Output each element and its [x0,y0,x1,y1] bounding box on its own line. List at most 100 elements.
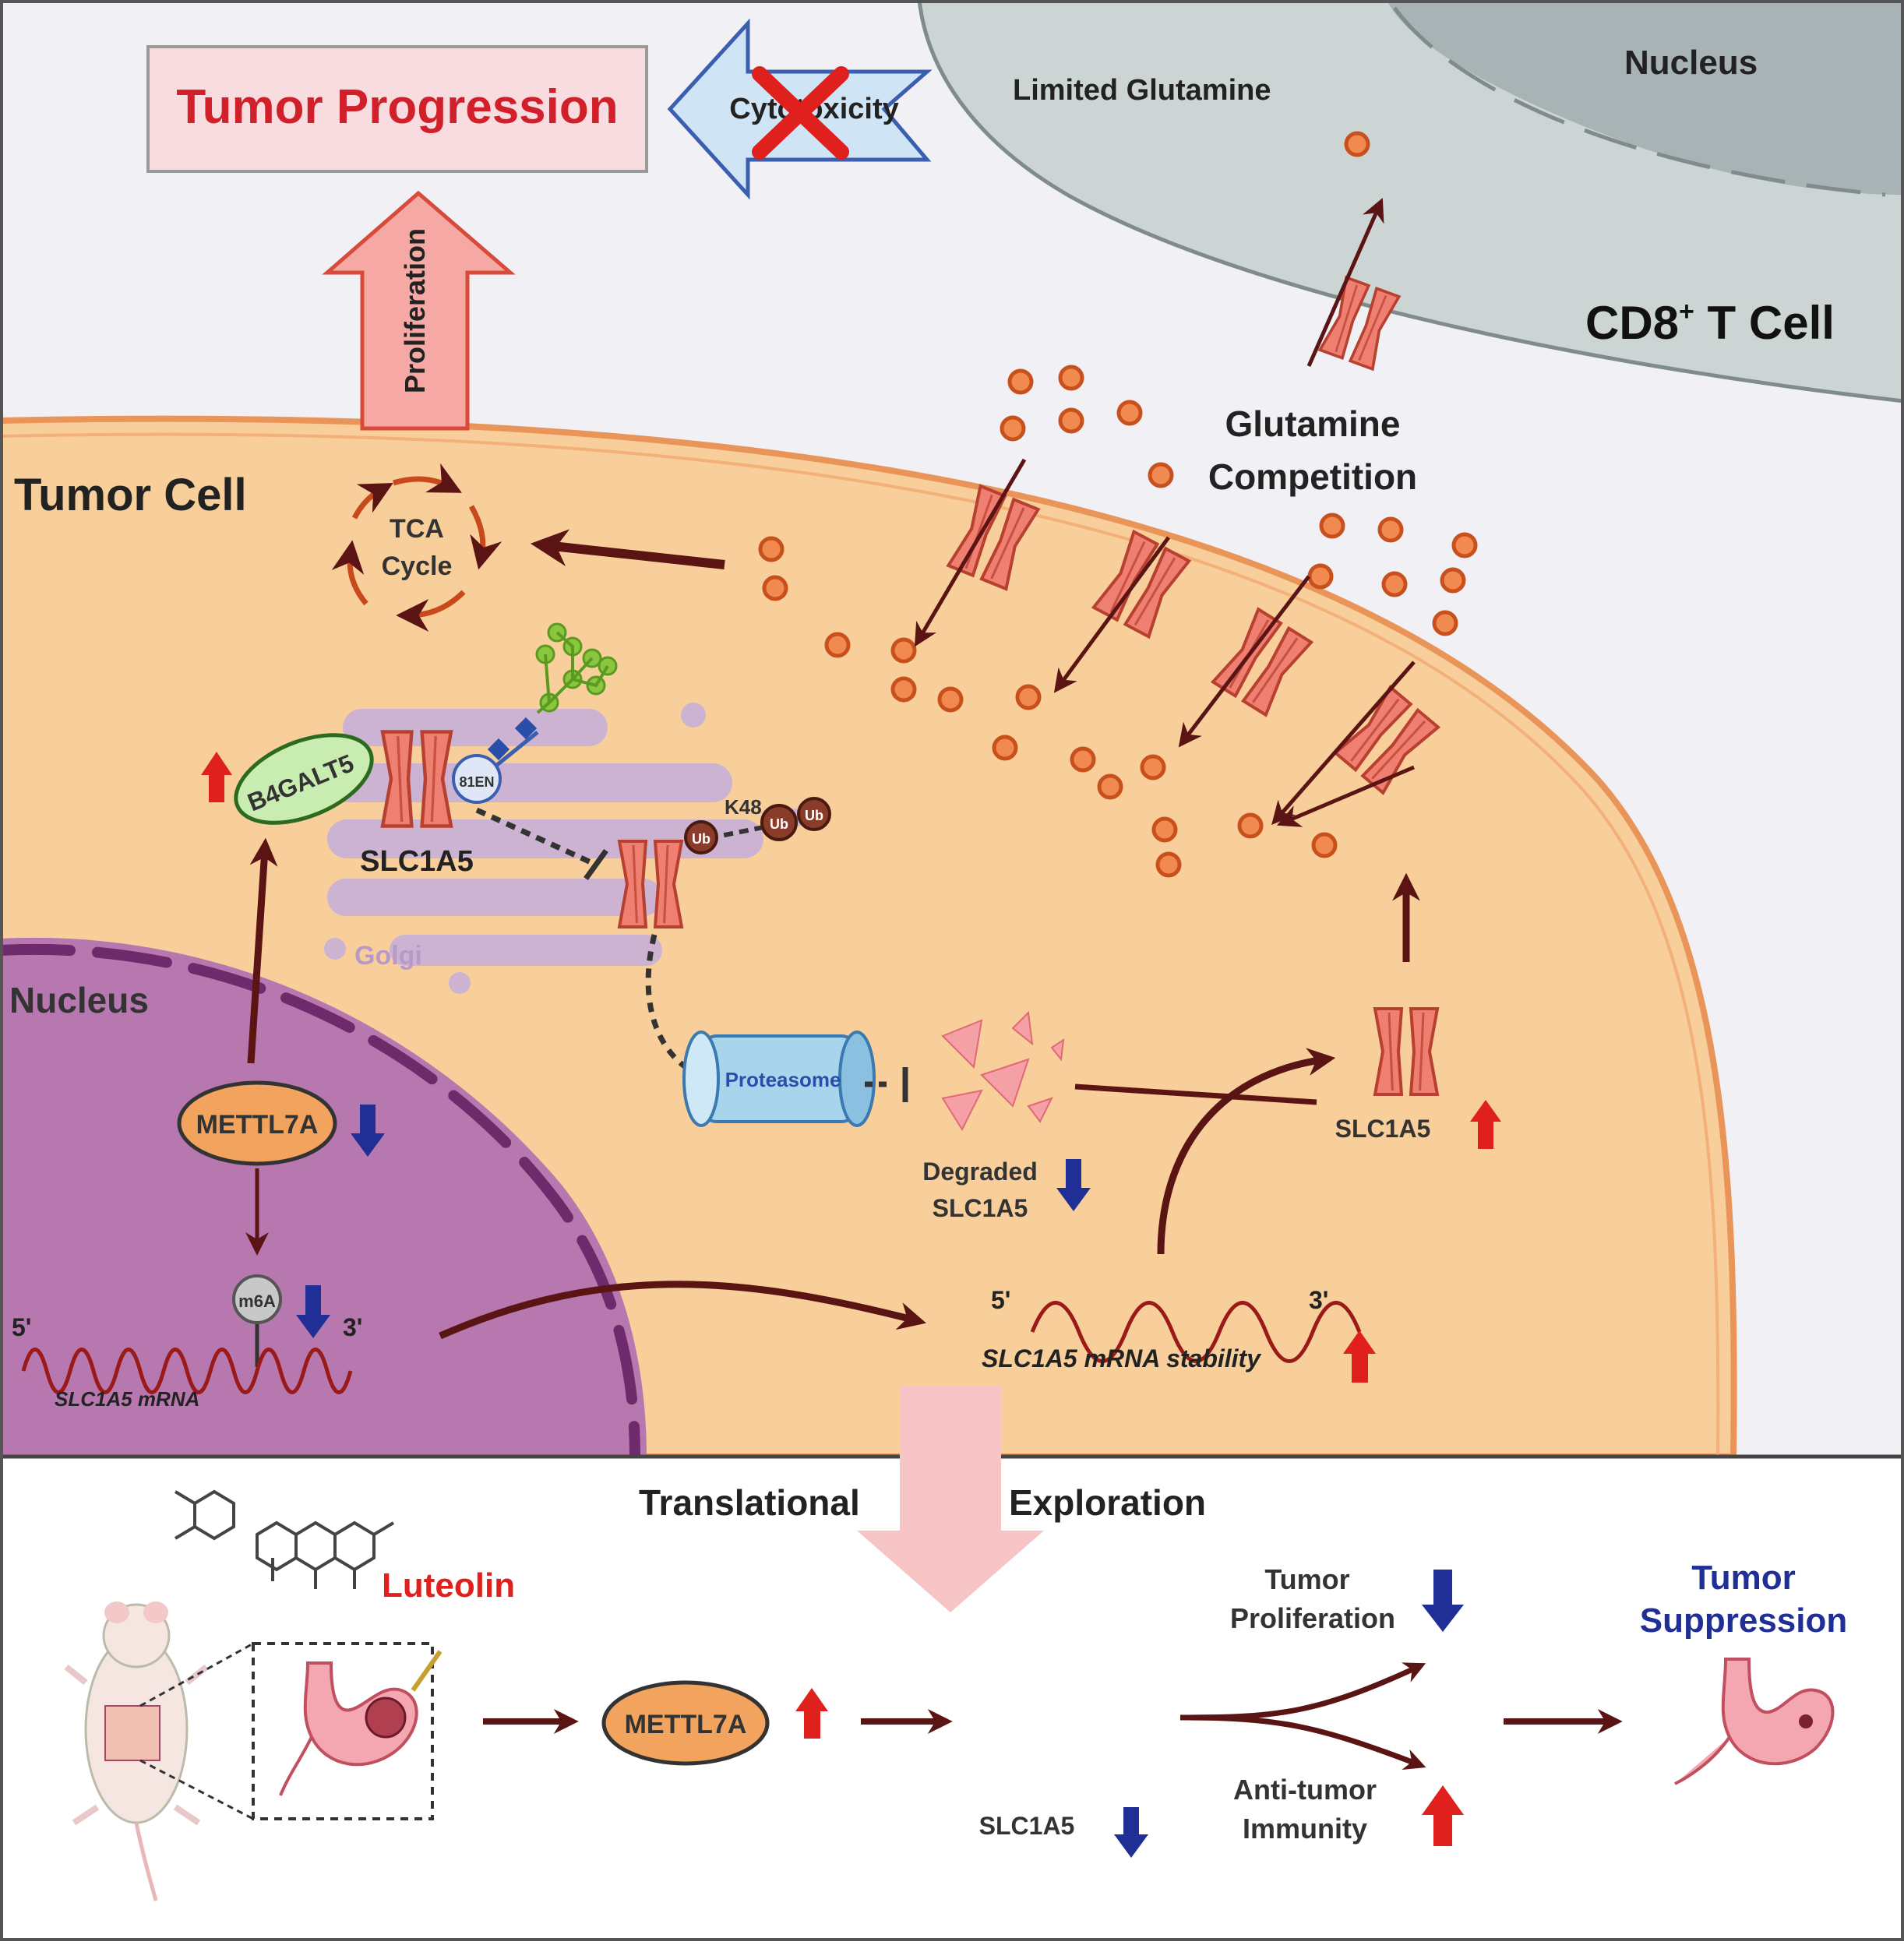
glutamine-dot [762,575,788,601]
proliferation-label: Proliferation [399,228,431,393]
luteolin-structure-icon [174,1489,395,1589]
mettl7a-bottom-enzyme [601,1680,770,1766]
glutamine-dot [1148,462,1174,488]
glutamine-dot [1000,415,1026,442]
down-arrow-icon [296,1285,330,1338]
degraded-label-2: SLC1A5 [933,1194,1028,1222]
glutamine-dot [1440,567,1466,594]
glutamine-dot [1344,131,1370,157]
tca-label-2: Cycle [382,551,453,581]
luteolin-label: Luteolin [382,1566,515,1605]
glutamine-competition-label-1: Glutamine [1225,403,1401,444]
golgi-label: Golgi [354,941,422,971]
limited-glutamine-label: Limited Glutamine [1013,74,1271,107]
glutamine-competition-label-2: Competition [1208,456,1417,497]
slc1a5-membrane-label: SLC1A5 [1335,1115,1431,1143]
tca-cycle-icon [331,463,502,632]
ubiquitin-chain [684,797,831,854]
mrna-label: SLC1A5 mRNA [55,1387,199,1411]
anti-tumor-label-2: Immunity [1243,1813,1367,1845]
tcell-nuclear-envelope [1392,6,1886,197]
slc1a5-bottom-label: SLC1A5 [979,1812,1075,1840]
degraded-fragments-icon [941,1010,1065,1132]
transporters [380,275,1441,1768]
stomach-tumor-icon [279,1650,443,1796]
proteasome-label: Proteasome [725,1068,841,1091]
anti-tumor-label-1: Anti-tumor [1233,1774,1377,1806]
glycan-tag: 81EN [459,774,494,790]
glutamine-dot [1155,851,1182,878]
fragments-line [1074,1083,1317,1105]
glutamine-dot [1307,563,1334,590]
down-arrow-icon [1114,1807,1148,1858]
mouse-model-icon [64,1601,209,1901]
inhibition-line [475,807,598,868]
translational-label: Translational [639,1482,860,1523]
ub-label-3: Ub [805,808,823,823]
inhibition-bar [584,848,608,881]
glutamine-dot [890,676,917,703]
degraded-label-1: Degraded [922,1157,1038,1186]
glutamine-dot [890,637,917,664]
glutamine-uptake-arrows [914,198,1416,827]
tumor-prolif-label-2: Proliferation [1230,1602,1395,1634]
ub-label-1: Ub [692,831,710,847]
five-prime-label-a: 5' [12,1313,31,1341]
glutamine-dot [1432,610,1458,636]
down-arrow-icon [351,1105,385,1157]
glutamine-dot [1058,365,1084,391]
glutamine-dot [1319,513,1345,539]
glutamine-molecules [758,131,1478,878]
nucleus-label: Nucleus [9,980,149,1020]
glycan-chain-icon [487,622,618,766]
mrna-export-arrow [439,1281,926,1340]
ub-label-2: Ub [770,816,788,832]
five-prime-label-b: 5' [991,1286,1010,1314]
tumor-progression-box [146,45,648,173]
down-arrow-icon [1056,1159,1091,1211]
glutamine-dot [1151,816,1178,843]
mettl7a-enzyme [177,1080,337,1166]
up-arrow-icon [1422,1785,1464,1846]
tumor-nucleus [0,937,647,1457]
glutamine-dot [1058,407,1084,434]
glutamine-to-tca-arrow [530,529,725,569]
glutamine-dot [1015,684,1042,710]
blocked-x-icon [752,66,849,160]
up-arrow-icon [795,1688,828,1739]
glutamine-dot [1237,812,1264,839]
glutamine-dot [824,632,851,658]
glycan-node [452,754,502,804]
tumor-progression-label: Tumor Progression [176,80,618,134]
three-prime-label-b: 3' [1309,1286,1328,1314]
up-arrow-icon [201,752,232,802]
exploration-label: Exploration [1009,1482,1206,1523]
glutamine-dot [1097,773,1123,800]
mettl7a-label: METTL7A [196,1110,319,1140]
glutamine-dot [1381,571,1408,597]
glutamine-dot [1140,754,1166,780]
glutamine-dot [1007,368,1034,395]
tcell-nucleus-label: Nucleus [1624,44,1758,82]
glutamine-dot [1311,832,1338,858]
mettl7a-bottom-label: METTL7A [625,1710,747,1739]
cd8-t-cell-label: CD8+ T Cell [1585,297,1835,349]
translational-arrow [857,1387,1044,1612]
suppression-label-1: Tumor [1691,1559,1796,1597]
proteasome-icon [682,1031,876,1127]
m6a-mark-icon [232,1274,282,1367]
proteasome-link [645,934,688,1069]
slc1a5-transporter-icon [1373,1007,1440,1096]
m6a-label: m6A [238,1291,276,1311]
glutamine-dot [992,735,1018,761]
b4galt5-enzyme [234,733,374,825]
tumor-cell-membrane-inner [0,432,1720,1457]
slc1a5-transporter-icon [380,730,453,828]
mettl7a-to-b4galt5-arrow [247,837,278,1064]
three-prime-label-a: 3' [343,1313,362,1341]
up-arrow-icon [1470,1100,1501,1149]
proliferation-arrow [322,190,516,431]
